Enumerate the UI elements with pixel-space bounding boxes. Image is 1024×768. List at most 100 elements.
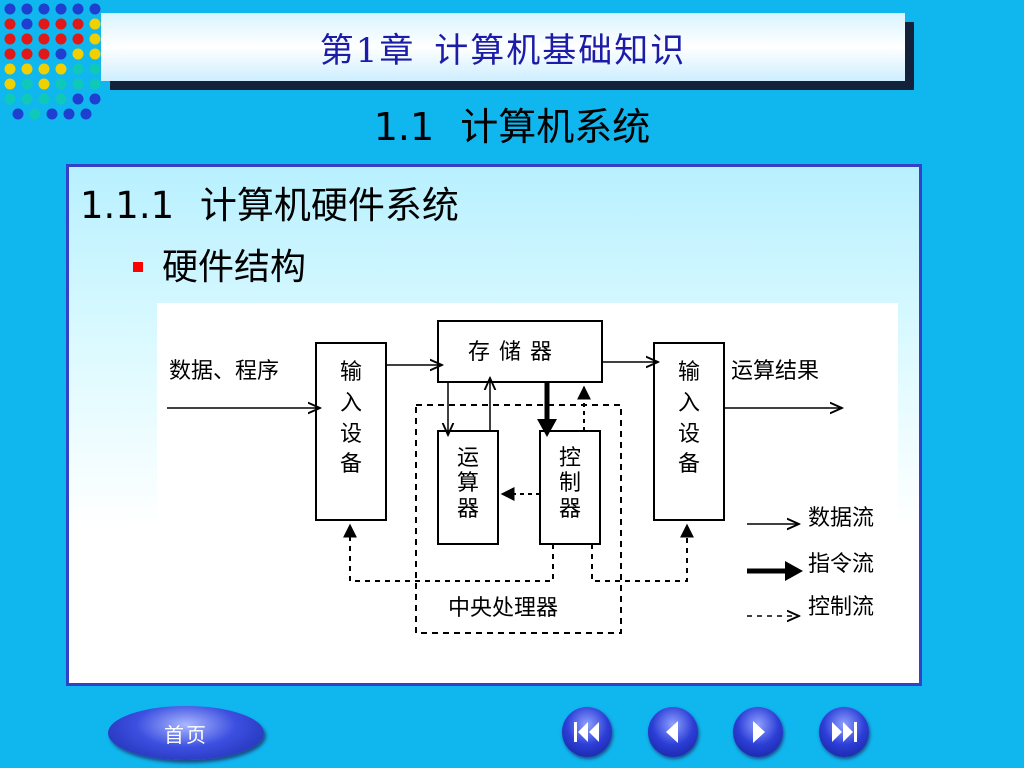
decorative-dot [72,33,84,45]
memory-box [437,320,603,383]
decorative-dot [21,3,33,15]
decorative-dot [72,93,84,105]
decorative-dot [89,33,101,45]
output-device-char: 输 [677,360,700,385]
decorative-dot [4,78,16,90]
decorative-dot [4,33,16,45]
decorative-dot [55,33,67,45]
decorative-dot [46,108,58,120]
decorative-dot [4,93,16,105]
legend-instruction-flow-label: 指令流 [808,552,875,577]
output-device-label: 输 入 设 备 [674,358,704,481]
skip-to-last-icon [832,722,857,742]
skip-to-first-icon [574,722,599,742]
diagram-lines [167,320,898,634]
decorative-dot [38,93,50,105]
cpu-boundary [415,404,622,634]
decorative-dot [89,78,101,90]
decorative-dot [38,78,50,90]
alu-char: 运 [456,446,479,471]
alu-box [437,430,499,545]
decorative-dot [89,18,101,30]
controller-to-output-control-line [591,523,694,582]
legend-data-flow-label: 数据流 [808,506,875,531]
decorative-dot [72,63,84,75]
decorative-dot [38,63,50,75]
section-heading: 1.1 计算机系统 [373,105,651,149]
decorative-dot [55,18,67,30]
decorative-dot [21,48,33,60]
first-slide-button[interactable] [562,707,612,757]
controller-char: 制 [558,471,581,497]
previous-icon [666,721,678,743]
decorative-dot [21,93,33,105]
controller-label: 控 制 器 [555,446,585,522]
decorative-dot [4,18,16,30]
decorative-dot [21,63,33,75]
legend-instruction-arrow-head [785,561,803,581]
output-device-char: 备 [677,452,700,478]
decorative-dot [12,108,24,120]
decorative-dot [4,63,16,75]
decorative-dot [38,48,50,60]
alu-char: 算 [456,471,479,497]
decorative-dot-grid [4,3,101,120]
decorative-dot [21,18,33,30]
home-button-label: 首页 [164,722,208,747]
decorative-dot [55,78,67,90]
controller-to-input-control-line [343,523,554,582]
decorative-dot [72,78,84,90]
decorative-dot [55,63,67,75]
decorative-dot [38,33,50,45]
hardware-structure-diagram: 数据、程序 输 入 设 备 存 储 器 运 算 器 控 制 器 输 入 设 备 … [157,303,898,639]
next-slide-button[interactable] [733,707,783,757]
decorative-dot [80,108,92,120]
decorative-dot [55,3,67,15]
decorative-dot [55,48,67,60]
input-device-char: 备 [339,452,362,478]
decorative-dot [4,3,16,15]
decorative-dot [21,78,33,90]
input-device-box [315,342,387,521]
decorative-dot [89,3,101,15]
decorative-dot [89,48,101,60]
bullet-marker [133,262,143,272]
decorative-dot [72,18,84,30]
input-device-char: 输 [339,360,362,385]
decorative-dot [21,33,33,45]
decorative-dot [38,3,50,15]
alu-char: 器 [456,496,479,522]
alu-label: 运 算 器 [453,446,483,522]
decorative-dot [89,93,101,105]
input-data-label: 数据、程序 [169,359,280,384]
instruction-arrow-head [537,419,557,437]
last-slide-button[interactable] [819,707,869,757]
input-device-label: 输 入 设 备 [336,358,366,481]
decorative-dot [72,3,84,15]
output-result-label: 运算结果 [731,359,820,384]
decorative-dot [89,63,101,75]
controller-box [539,430,601,545]
slide-title: 第1章 计算机基础知识 [319,30,687,71]
input-device-char: 入 [339,390,362,416]
decorative-dot [55,93,67,105]
output-device-char: 入 [677,390,700,416]
controller-char: 控 [558,446,581,471]
memory-label: 存 储 器 [468,340,553,365]
decorative-dot [38,18,50,30]
legend-control-flow-label: 控制流 [808,595,875,620]
next-icon [753,721,765,743]
decorative-dot [4,48,16,60]
output-device-box [653,342,725,521]
home-button[interactable]: 首页 [108,706,264,760]
controller-char: 器 [558,496,581,522]
cpu-label: 中央处理器 [448,596,559,621]
previous-slide-button[interactable] [648,707,698,757]
bullet-text: 硬件结构 [162,247,307,288]
subsection-heading: 1.1.1 计算机硬件系统 [80,184,459,227]
output-device-char: 设 [677,421,700,447]
input-device-char: 设 [339,421,362,447]
decorative-dot [29,108,41,120]
decorative-dot [63,108,75,120]
title-banner: 第1章 计算机基础知识 [101,13,905,81]
